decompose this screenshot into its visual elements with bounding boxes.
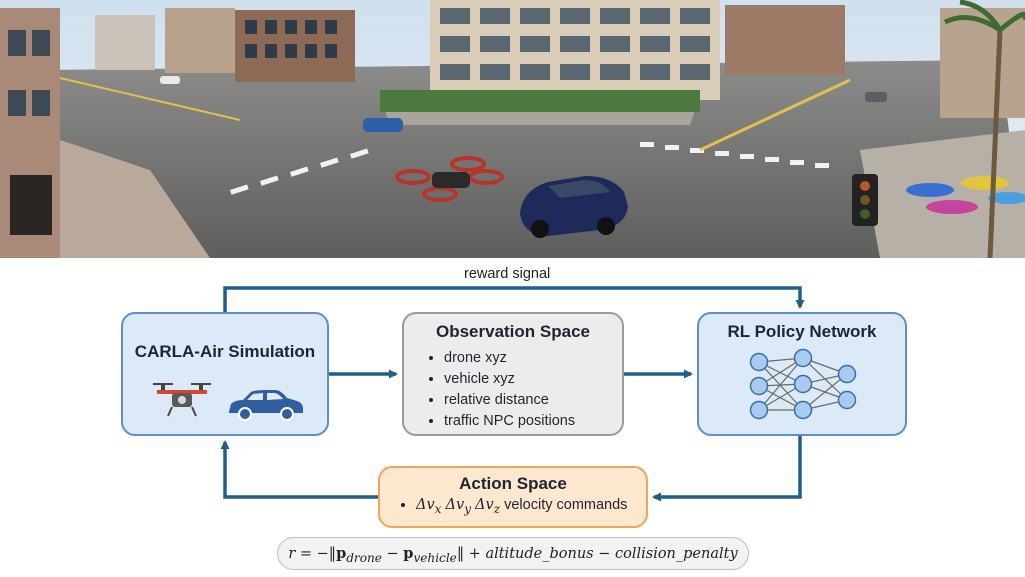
action-item: Δvx Δvy Δvz velocity commands xyxy=(416,497,627,516)
action-list: Δvx Δvy Δvz velocity commands xyxy=(400,497,627,516)
delta-vz-sub: z xyxy=(493,501,501,516)
formula-sub-drone: drone xyxy=(346,550,382,565)
observation-item: vehicle xyz xyxy=(444,369,575,390)
policy-to-action-arrow xyxy=(652,436,802,502)
formula-p2: p xyxy=(403,545,414,562)
formula-sub-vehicle: vehicle xyxy=(413,550,457,565)
simulation-title: CARLA-Air Simulation xyxy=(134,342,316,361)
action-space-title: Action Space xyxy=(459,474,567,493)
observation-space-box: Observation Space drone xyz vehicle xyz … xyxy=(402,312,624,436)
formula-eq: = −‖ xyxy=(295,546,337,562)
formula-collision-penalty: collision_penalty xyxy=(614,546,738,562)
observation-list: drone xyz vehicle xyz relative distance … xyxy=(428,348,575,432)
observation-item: traffic NPC positions xyxy=(444,411,575,432)
policy-network-box: RL Policy Network xyxy=(697,312,907,436)
simulation-box: CARLA-Air Simulation xyxy=(121,312,329,436)
formula-p1: p xyxy=(336,545,347,562)
reward-signal-label: reward signal xyxy=(464,266,551,282)
observation-item: drone xyz xyxy=(444,348,575,369)
formula-r: r xyxy=(288,546,296,562)
delta-vx-sub: x xyxy=(434,501,442,516)
observation-item: relative distance xyxy=(444,390,575,411)
neural-network-icon xyxy=(749,348,857,420)
formula-minus2: − xyxy=(593,546,615,562)
drone-icon xyxy=(153,383,211,417)
reward-formula-text: r = −‖pdrone − pvehicle‖ + altitude_bonu… xyxy=(278,545,748,565)
reward-signal-arrow xyxy=(223,286,805,312)
formula-minus: − xyxy=(381,546,404,562)
action-to-sim-arrow xyxy=(220,440,378,499)
observation-space-title: Observation Space xyxy=(435,322,590,341)
car-icon xyxy=(229,390,303,421)
delta-vy: Δv xyxy=(445,497,465,513)
delta-vx: Δv xyxy=(416,497,435,513)
simulation-scene-image xyxy=(0,0,1025,258)
rl-pipeline-diagram: reward signal CARLA-Air Simulation Obser… xyxy=(0,258,1025,577)
delta-vz: Δv xyxy=(475,497,494,513)
formula-altitude-bonus: altitude_bonus xyxy=(485,546,594,562)
flow-arrows xyxy=(220,286,805,502)
delta-vy-sub: y xyxy=(464,501,472,516)
policy-network-title: RL Policy Network xyxy=(727,322,877,341)
reward-formula: r = −‖pdrone − pvehicle‖ + altitude_bonu… xyxy=(277,537,749,570)
formula-close: ‖ + xyxy=(456,546,486,562)
action-suffix: velocity commands xyxy=(500,497,628,513)
action-space-box: Action Space Δvx Δvy Δvz velocity comman… xyxy=(378,466,648,528)
